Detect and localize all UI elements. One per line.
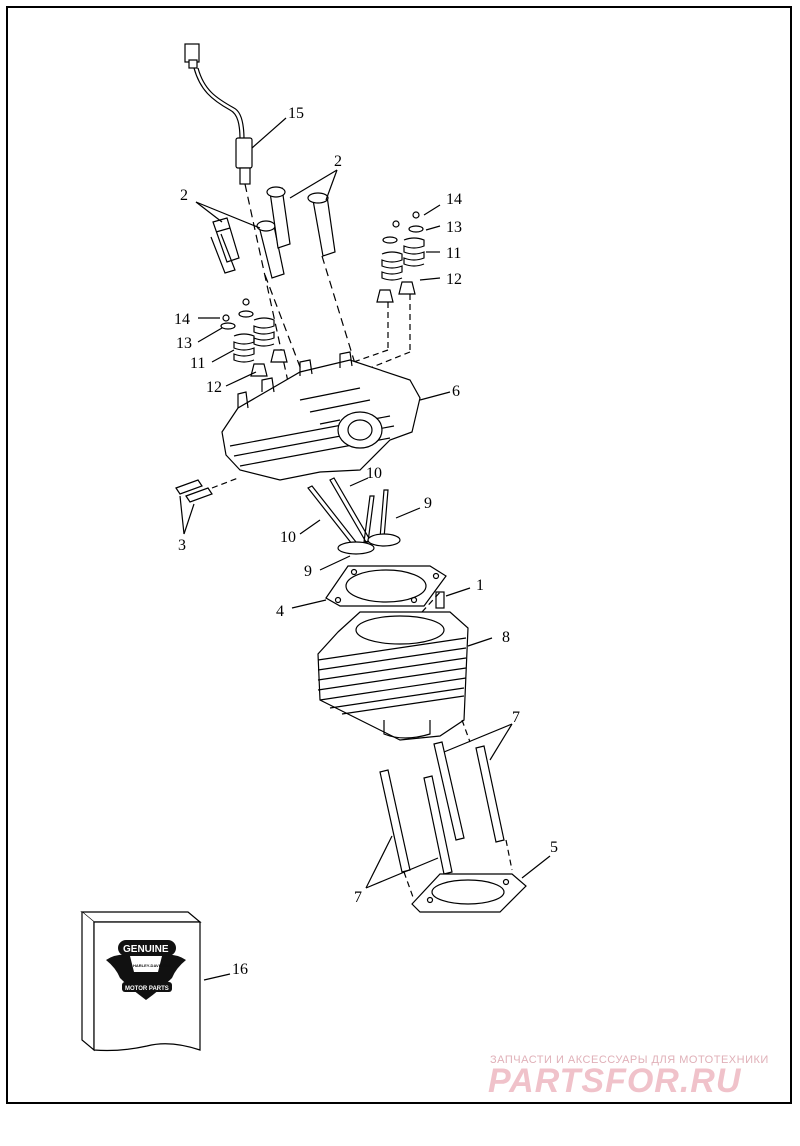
part-11-14-valve-springs-left bbox=[197, 298, 288, 387]
callout-4: 4 bbox=[276, 603, 284, 620]
callout-11: 11 bbox=[190, 355, 205, 372]
part-1-dowel bbox=[435, 587, 471, 609]
callout-labels: 15 2 2 14 13 11 12 14 13 11 12 6 10 9 10… bbox=[174, 105, 558, 978]
callout-16: 16 bbox=[232, 961, 248, 978]
watermark-brand: PARTSFOR.RU bbox=[488, 1062, 742, 1100]
genuine-motor-parts-logo bbox=[106, 940, 186, 1000]
callout-9: 9 bbox=[424, 495, 432, 512]
callout-11: 11 bbox=[446, 245, 461, 262]
badge-genuine: GENUINE bbox=[123, 944, 169, 955]
callout-14: 14 bbox=[174, 311, 190, 328]
callout-10: 10 bbox=[280, 529, 296, 546]
callout-7: 7 bbox=[512, 709, 520, 726]
callout-14: 14 bbox=[446, 191, 462, 208]
diagram-frame bbox=[6, 6, 792, 1104]
callout-10: 10 bbox=[366, 465, 382, 482]
watermark-tagline: ЗАПЧАСТИ И АКСЕССУАРЫ ДЛЯ МОТОТЕХНИКИ bbox=[490, 1054, 769, 1066]
callout-5: 5 bbox=[550, 839, 558, 856]
callout-6: 6 bbox=[452, 383, 460, 400]
callout-12: 12 bbox=[206, 379, 222, 396]
callout-7: 7 bbox=[354, 889, 362, 906]
part-9-10-valves bbox=[299, 477, 421, 571]
callout-12: 12 bbox=[446, 271, 462, 288]
callout-13: 13 bbox=[176, 335, 192, 352]
badge-motor-parts: MOTOR PARTS bbox=[125, 986, 169, 992]
callout-13: 13 bbox=[446, 219, 462, 236]
badge-brand: HARLEY-DAVIDSON bbox=[133, 963, 171, 968]
callout-9: 9 bbox=[304, 563, 312, 580]
part-4-head-gasket bbox=[291, 565, 447, 609]
part-3-dowel-pins bbox=[175, 477, 239, 535]
part-5-base-gasket bbox=[411, 855, 551, 913]
part-6-cylinder-head bbox=[221, 351, 451, 481]
callout-15: 15 bbox=[288, 105, 304, 122]
part-8-cylinder bbox=[317, 589, 493, 741]
part-2-pushrod-tubes bbox=[195, 169, 361, 381]
callout-2: 2 bbox=[334, 153, 342, 170]
badge-text: GENUINE HARLEY-DAVIDSON MOTOR PARTS bbox=[123, 944, 171, 992]
callout-3: 3 bbox=[178, 537, 186, 554]
part-7-cylinder-studs bbox=[365, 719, 513, 901]
callout-2: 2 bbox=[180, 187, 188, 204]
callout-1: 1 bbox=[476, 577, 484, 594]
part-11-14-valve-springs-right bbox=[344, 204, 441, 371]
callout-8: 8 bbox=[502, 629, 510, 646]
